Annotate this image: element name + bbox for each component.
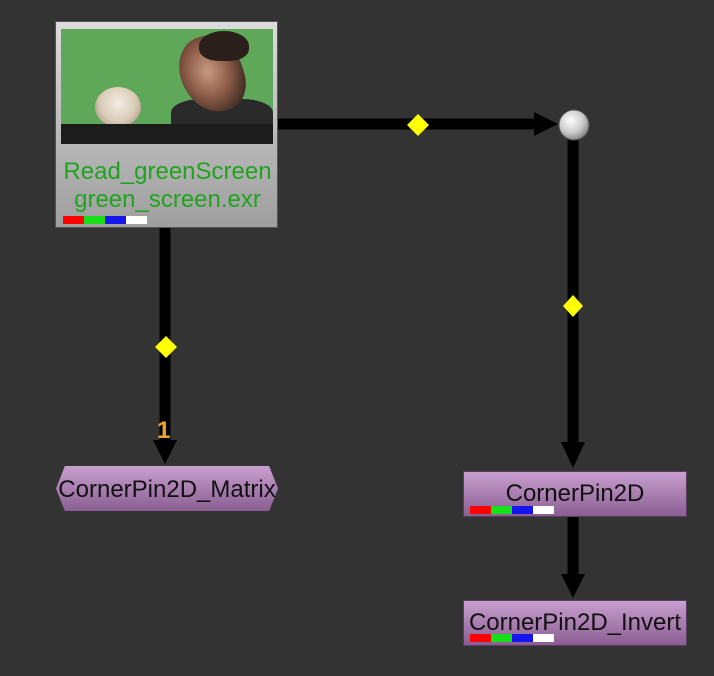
channel-alpha: [126, 216, 147, 224]
channel-red: [63, 216, 84, 224]
channel-green: [491, 634, 512, 642]
cornerpin-invert-label: CornerPin2D_Invert: [468, 609, 682, 636]
cornerpin-label: CornerPin2D: [505, 480, 645, 507]
channel-green: [84, 216, 105, 224]
thumbnail-figure: [95, 87, 141, 127]
channel-blue: [512, 634, 533, 642]
channel-green: [491, 506, 512, 514]
read-node-name: Read_greenScreen: [63, 158, 272, 185]
channel-alpha: [533, 634, 554, 642]
cornerpin-node[interactable]: CornerPin2D: [463, 471, 687, 517]
edge-handle-diamond[interactable]: [563, 295, 583, 317]
cornerpin-matrix-node[interactable]: [56, 466, 278, 511]
edge-arrowhead: [561, 442, 585, 468]
input-number-label: 1: [157, 417, 171, 444]
thumbnail-figure: [199, 31, 249, 61]
cornerpin-invert-node[interactable]: CornerPin2D_Invert: [463, 600, 687, 646]
dot-node[interactable]: [558, 109, 590, 141]
channel-red: [470, 506, 491, 514]
channel-blue: [512, 506, 533, 514]
cornerpin-matrix-label: CornerPin2D_Matrix: [58, 476, 276, 503]
edge-arrowhead: [561, 574, 585, 598]
edge-handle-diamond[interactable]: [407, 114, 429, 136]
thumbnail-figure: [61, 124, 273, 144]
edge-handle-diamond[interactable]: [155, 336, 177, 358]
channel-red: [470, 634, 491, 642]
read-node[interactable]: Read_greenScreen green_screen.exr: [55, 21, 278, 228]
channel-alpha: [533, 506, 554, 514]
edge-arrowhead: [534, 112, 558, 136]
channel-blue: [105, 216, 126, 224]
edge-arrowhead: [153, 440, 177, 464]
read-thumbnail: [61, 29, 273, 144]
read-node-file: green_screen.exr: [74, 186, 261, 213]
